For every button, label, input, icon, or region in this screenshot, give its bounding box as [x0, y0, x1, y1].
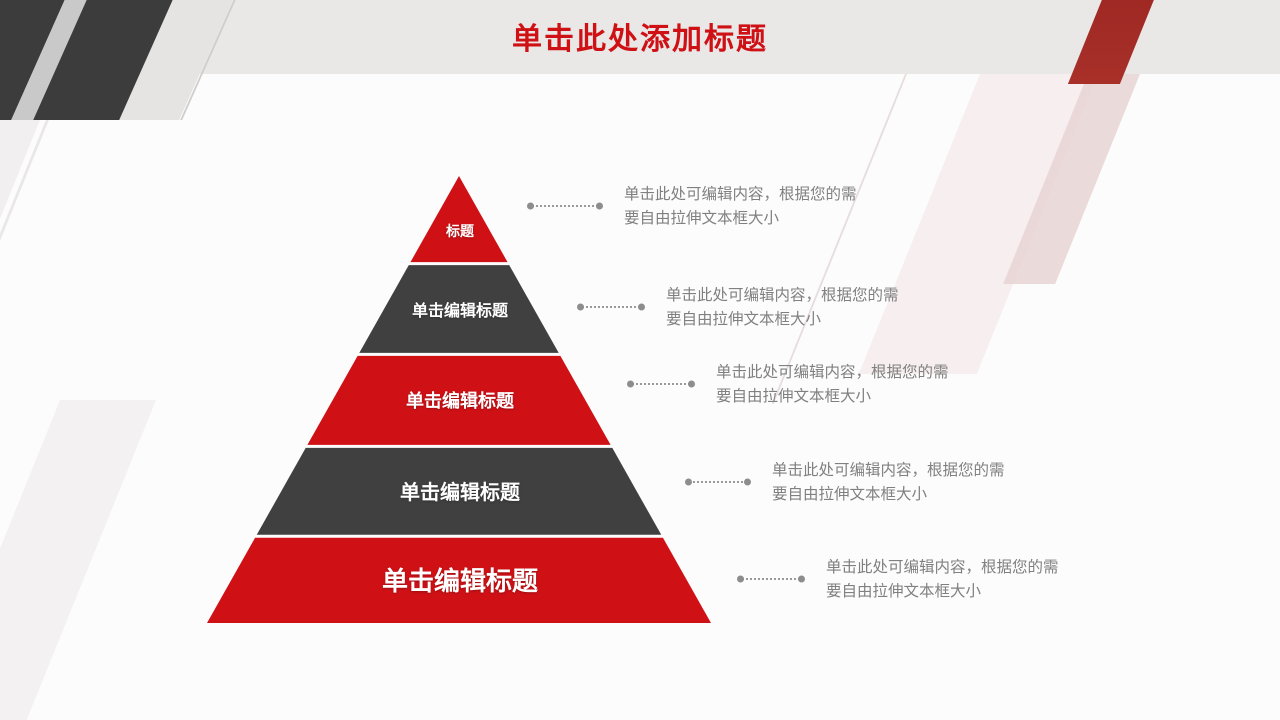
callout-connector-icon-1 — [527, 202, 603, 211]
connector-dot-right-icon — [798, 575, 805, 583]
right-hairline-stripe — [771, 74, 907, 404]
callout-text-5: 单击此处可编辑内容，根据您的需 要自由拉伸文本框大小 — [826, 558, 1059, 601]
callout-3[interactable]: 单击此处可编辑内容，根据您的需 要自由拉伸文本框大小 — [627, 360, 949, 408]
page-title: 单击此处添加标题 — [512, 22, 768, 57]
callout-text-4: 单击此处可编辑内容，根据您的需 要自由拉伸文本框大小 — [772, 461, 1005, 504]
callout-connector-icon-4 — [685, 478, 751, 487]
connector-dot-left-icon — [577, 303, 584, 311]
pyramid-tier-1[interactable] — [410, 176, 508, 263]
connector-dot-left-icon — [627, 380, 634, 388]
right-pink-band — [1003, 74, 1140, 284]
connector-dot-right-icon — [744, 478, 751, 486]
callout-text-3: 单击此处可编辑内容，根据您的需 要自由拉伸文本框大小 — [716, 363, 949, 406]
callout-text-2: 单击此处可编辑内容，根据您的需 要自由拉伸文本框大小 — [666, 286, 899, 329]
pyramid-tier-4[interactable] — [256, 447, 662, 535]
connector-dot-left-icon — [685, 478, 692, 486]
connector-dot-left-icon — [527, 202, 534, 210]
pyramid-svg — [207, 176, 711, 623]
pyramid-tier-3[interactable] — [307, 355, 611, 445]
callout-connector-icon-2 — [577, 303, 645, 312]
connector-dotted-line — [628, 383, 694, 386]
connector-dot-right-icon — [638, 303, 645, 311]
callout-4[interactable]: 单击此处可编辑内容，根据您的需 要自由拉伸文本框大小 — [685, 458, 1005, 506]
callout-1[interactable]: 单击此处可编辑内容，根据您的需 要自由拉伸文本框大小 — [527, 182, 857, 230]
callout-text-1: 单击此处可编辑内容，根据您的需 要自由拉伸文本框大小 — [624, 185, 857, 228]
connector-dot-left-icon — [737, 575, 744, 583]
connector-dot-right-icon — [596, 202, 603, 210]
callout-2[interactable]: 单击此处可编辑内容，根据您的需 要自由拉伸文本框大小 — [577, 283, 899, 331]
callout-connector-icon-5 — [737, 575, 805, 584]
connector-dotted-line — [578, 306, 644, 309]
pyramid-tier-2[interactable] — [359, 265, 559, 353]
left-soft-diagonal-stripe — [0, 90, 52, 650]
bottom-left-soft-stripe — [0, 400, 156, 720]
connector-dot-right-icon — [688, 380, 695, 388]
callout-5[interactable]: 单击此处可编辑内容，根据您的需 要自由拉伸文本框大小 — [737, 555, 1059, 603]
callout-connector-icon-3 — [627, 380, 695, 389]
connector-dotted-line — [528, 205, 602, 208]
left-hairline-stripe — [0, 90, 61, 650]
pyramid-tier-5[interactable] — [207, 537, 711, 623]
connector-dotted-line — [738, 578, 804, 581]
connector-dotted-line — [686, 481, 750, 484]
